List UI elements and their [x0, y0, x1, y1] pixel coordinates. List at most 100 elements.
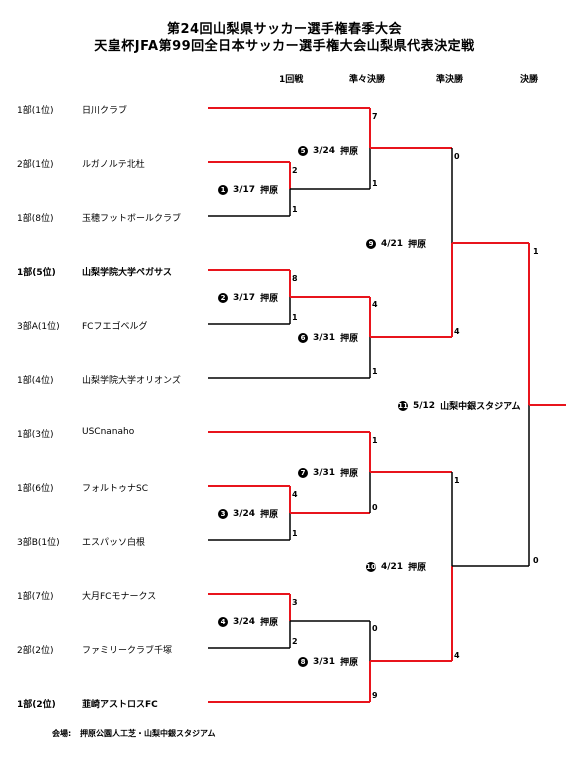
- match-venue: 押原: [340, 147, 359, 157]
- m1-score-bottom: 1: [292, 205, 298, 214]
- match-venue: 押原: [408, 563, 427, 573]
- team-1-name: 日川クラブ: [82, 106, 128, 116]
- match-number-badge: 11: [398, 400, 408, 411]
- match-date: 3/31: [313, 656, 336, 667]
- team-12-division: 1部(2位): [17, 700, 56, 710]
- match-9-label: 9 4/21 押原: [366, 237, 426, 250]
- m9-score-bottom: 4: [454, 327, 460, 336]
- m4-score-bottom: 2: [292, 637, 298, 646]
- m8-score-top: 0: [372, 624, 378, 633]
- team-9-division: 3部B(1位): [17, 538, 60, 548]
- match-venue: 押原: [260, 510, 279, 520]
- match-venue: 押原: [260, 294, 279, 304]
- match-venue: 押原: [260, 618, 279, 628]
- team-4-name: 山梨学院大学ペガサス: [82, 268, 172, 278]
- round-header-r1: 1回戦: [279, 75, 304, 85]
- match-2-label: 2 3/17 押原: [218, 291, 278, 304]
- match-venue: 押原: [340, 469, 359, 479]
- team-3-name: 玉穂フットボールクラブ: [82, 214, 182, 224]
- match-date: 4/21: [381, 238, 404, 249]
- match-8-label: 8 3/31 押原: [298, 655, 358, 668]
- match-number-badge: 10: [366, 561, 376, 572]
- m7-score-bottom: 0: [372, 503, 378, 512]
- match-6-label: 6 3/31 押原: [298, 331, 358, 344]
- round-header-sf: 準決勝: [436, 75, 464, 85]
- title-line-2: 天皇杯JFA第99回全日本サッカー選手権大会山梨県代表決定戦: [94, 39, 475, 54]
- m5-score-top: 7: [372, 112, 378, 121]
- team-11-division: 2部(2位): [17, 646, 54, 656]
- team-12-name: 韮崎アストロスFC: [82, 700, 158, 710]
- match-11-label: 11 5/12 山梨中銀スタジアム: [398, 399, 520, 412]
- match-number-badge: 7: [298, 467, 308, 478]
- m10-score-bottom: 4: [454, 651, 460, 660]
- match-4-label: 4 3/24 押原: [218, 615, 278, 628]
- team-11-name: ファミリークラブ千塚: [82, 646, 173, 656]
- match-date: 3/31: [313, 467, 336, 478]
- team-4-division: 1部(5位): [17, 268, 56, 278]
- team-8-name: フォルトゥナSC: [82, 484, 148, 494]
- m2-score-bottom: 1: [292, 313, 298, 322]
- team-5-name: FCフエゴベルグ: [82, 322, 148, 332]
- round-header-final: 決勝: [520, 75, 539, 85]
- match-number-badge: 2: [218, 292, 228, 303]
- m2-score-top: 8: [292, 274, 298, 283]
- match-date: 3/24: [233, 616, 256, 627]
- match-number-badge: 5: [298, 145, 308, 156]
- match-3-label: 3 3/24 押原: [218, 507, 278, 520]
- team-7-name: USCnanaho: [82, 427, 135, 437]
- team-3-division: 1部(8位): [17, 214, 54, 224]
- match-1-label: 1 3/17 押原: [218, 183, 278, 196]
- match-number-badge: 4: [218, 616, 228, 627]
- m3-score-top: 4: [292, 490, 298, 499]
- footer-venue-list: 押原公園人工芝・山梨中銀スタジアム: [80, 729, 216, 738]
- footer-venue: 会場: 押原公園人工芝・山梨中銀スタジアム: [52, 728, 215, 739]
- match-number-badge: 8: [298, 656, 308, 667]
- match-7-label: 7 3/31 押原: [298, 466, 358, 479]
- match-number-badge: 3: [218, 508, 228, 519]
- m6-score-bottom: 1: [372, 367, 378, 376]
- match-number-badge: 6: [298, 332, 308, 343]
- match-date: 4/21: [381, 561, 404, 572]
- team-10-name: 大月FCモナークス: [82, 592, 157, 602]
- m5-score-bottom: 1: [372, 179, 378, 188]
- team-1-division: 1部(1位): [17, 106, 54, 116]
- m10-score-top: 1: [454, 476, 460, 485]
- round-header-qf: 準々決勝: [349, 75, 386, 85]
- match-venue: 押原: [408, 240, 427, 250]
- match-number-badge: 9: [366, 238, 376, 249]
- match-date: 3/24: [313, 145, 336, 156]
- m11-score-bottom: 0: [533, 556, 539, 565]
- match-venue: 押原: [260, 186, 279, 196]
- team-7-division: 1部(3位): [17, 430, 54, 440]
- team-6-name: 山梨学院大学オリオンズ: [82, 376, 181, 386]
- team-5-division: 3部A(1位): [17, 322, 60, 332]
- team-6-division: 1部(4位): [17, 376, 54, 386]
- m4-score-top: 3: [292, 598, 298, 607]
- m11-score-top: 1: [533, 247, 539, 256]
- match-number-badge: 1: [218, 184, 228, 195]
- match-venue: 押原: [340, 334, 359, 344]
- match-5-label: 5 3/24 押原: [298, 144, 358, 157]
- match-date: 5/12: [413, 400, 436, 411]
- footer-venue-label: 会場:: [52, 729, 72, 738]
- m6-score-top: 4: [372, 300, 378, 309]
- match-venue: 山梨中銀スタジアム: [440, 402, 521, 412]
- match-date: 3/31: [313, 332, 336, 343]
- m9-score-top: 0: [454, 152, 460, 161]
- team-9-name: エスパッソ白根: [82, 538, 146, 548]
- match-venue: 押原: [340, 658, 359, 668]
- match-date: 3/17: [233, 292, 256, 303]
- team-10-division: 1部(7位): [17, 592, 54, 602]
- m3-score-bottom: 1: [292, 529, 298, 538]
- m1-score-top: 2: [292, 166, 298, 175]
- team-8-division: 1部(6位): [17, 484, 54, 494]
- team-2-division: 2部(1位): [17, 160, 54, 170]
- match-date: 3/17: [233, 184, 256, 195]
- m8-score-bottom: 9: [372, 691, 378, 700]
- title-line-1: 第24回山梨県サッカー選手権春季大会: [166, 22, 403, 37]
- team-2-name: ルガノルテ北杜: [82, 160, 145, 170]
- match-10-label: 10 4/21 押原: [366, 560, 426, 573]
- match-date: 3/24: [233, 508, 256, 519]
- m7-score-top: 1: [372, 436, 378, 445]
